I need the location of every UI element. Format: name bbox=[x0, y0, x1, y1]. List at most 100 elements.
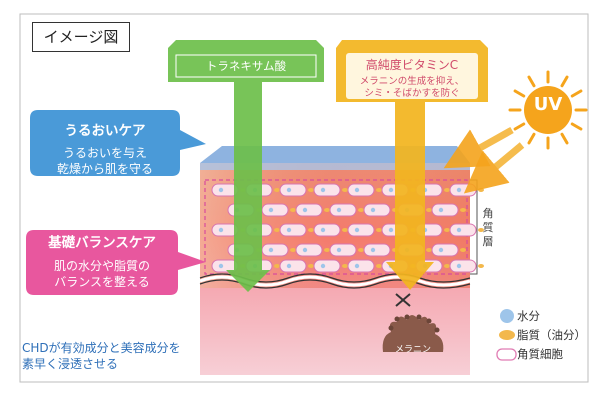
lipid-dot bbox=[426, 208, 432, 212]
lipid-dot bbox=[274, 228, 280, 232]
corneocyte-cell bbox=[347, 259, 375, 273]
water-dot bbox=[218, 263, 224, 269]
lipid-dot bbox=[444, 264, 450, 268]
corneocyte-cell bbox=[279, 183, 307, 197]
diagram-title: イメージ図 bbox=[32, 22, 130, 52]
whitening-arrow bbox=[336, 40, 488, 290]
water-dot bbox=[354, 263, 360, 269]
melanin-icon bbox=[382, 314, 444, 352]
moisture-care-title: うるおいケア bbox=[64, 123, 146, 139]
uv-ray-2 bbox=[463, 142, 525, 194]
water-dot bbox=[286, 263, 292, 269]
whitening-inner-box bbox=[346, 53, 478, 99]
corneocyte-cell bbox=[295, 243, 323, 257]
lipid-dot bbox=[290, 248, 296, 252]
corneocyte-cell bbox=[329, 243, 357, 257]
sun-ray bbox=[570, 89, 583, 98]
balance-care-line-1: 肌の水分や脂質の bbox=[53, 259, 150, 273]
lipid-dot bbox=[426, 248, 432, 252]
lipid-dot bbox=[342, 228, 348, 232]
footer-line-1: CHDが有効成分と美容成分を bbox=[22, 341, 181, 355]
water-dot bbox=[456, 187, 462, 193]
lipid-dot bbox=[358, 208, 364, 212]
corneocyte-cell bbox=[279, 259, 307, 273]
lipid-dot bbox=[478, 264, 484, 268]
water-dot bbox=[370, 207, 376, 213]
water-dot bbox=[456, 263, 462, 269]
water-dot bbox=[336, 207, 342, 213]
water-dot bbox=[320, 227, 326, 233]
sun-ray bbox=[527, 132, 536, 145]
stratum-corneum-label: 角質層 bbox=[482, 207, 494, 248]
lipid-dot bbox=[274, 188, 280, 192]
corneocyte-cell bbox=[363, 203, 391, 217]
lipid-dot bbox=[478, 188, 484, 192]
sun-icon bbox=[508, 70, 588, 150]
corneocyte-cell bbox=[431, 243, 459, 257]
legend-cell-swatch bbox=[496, 348, 517, 361]
legend-cell-label: 角質細胞 bbox=[517, 347, 563, 361]
anti-inflammatory-arrow bbox=[168, 40, 324, 292]
legend-water-label: 水分 bbox=[517, 309, 540, 323]
corneocyte-cell bbox=[347, 223, 375, 237]
lipid-dot bbox=[308, 188, 314, 192]
block-x-icon bbox=[395, 293, 411, 307]
corneocyte-cell bbox=[261, 243, 289, 257]
corneocyte-cell bbox=[449, 183, 477, 197]
anti-inflammatory-ingredient: トラネキサム酸 bbox=[205, 59, 287, 73]
corneocyte-cell bbox=[347, 183, 375, 197]
water-dot bbox=[354, 227, 360, 233]
corneocyte-cell bbox=[329, 203, 357, 217]
lipid-dot bbox=[358, 248, 364, 252]
corneocyte-cell bbox=[313, 223, 341, 237]
corneocyte-cell bbox=[449, 259, 477, 273]
water-dot bbox=[302, 247, 308, 253]
water-dot bbox=[218, 187, 224, 193]
corneocyte-cell bbox=[279, 223, 307, 237]
lipid-dot bbox=[478, 228, 484, 232]
legend-water-swatch bbox=[500, 309, 514, 323]
lipid-dot bbox=[444, 188, 450, 192]
legend-lipid-label: 脂質（油分） bbox=[517, 328, 586, 342]
sun-ray bbox=[560, 75, 569, 88]
moisture-care-line-1: うるおいを与え bbox=[62, 146, 147, 160]
water-dot bbox=[320, 263, 326, 269]
whitening-desc-1: メラニンの生成を抑え、 bbox=[359, 76, 465, 87]
lipid-dot bbox=[290, 208, 296, 212]
lipid-dot bbox=[460, 248, 466, 252]
anti-inflammatory-title: 消炎成分 bbox=[218, 26, 274, 42]
lipid-dot bbox=[324, 248, 330, 252]
footer-line-2: 素早く浸透させる bbox=[22, 357, 119, 371]
melanin-label: メラニン bbox=[394, 345, 431, 355]
balance-care-title: 基礎バランスケア bbox=[48, 235, 156, 251]
corneocyte-cell bbox=[261, 203, 289, 217]
lipid-dot bbox=[376, 228, 382, 232]
moisture-care-line-2: 乾燥から肌を守る bbox=[56, 162, 153, 176]
sun-ray bbox=[560, 132, 569, 145]
corneocyte-cell bbox=[449, 223, 477, 237]
water-dot bbox=[286, 227, 292, 233]
water-dot bbox=[320, 187, 326, 193]
lipid-dot bbox=[308, 228, 314, 232]
water-dot bbox=[370, 247, 376, 253]
lipid-dot bbox=[308, 264, 314, 268]
whitening-ingredient: 高純度ビタミンC bbox=[365, 58, 459, 72]
corneocyte-cell bbox=[431, 203, 459, 217]
corneocyte-cell bbox=[363, 243, 391, 257]
lipid-dot bbox=[274, 264, 280, 268]
whitening-title: 美白有効成分 bbox=[370, 26, 454, 42]
legend-lipid-swatch bbox=[499, 330, 515, 340]
corneocyte-cell bbox=[295, 203, 323, 217]
water-dot bbox=[438, 247, 444, 253]
sun-ray bbox=[527, 75, 536, 88]
water-dot bbox=[388, 227, 394, 233]
sun-ray bbox=[570, 122, 583, 131]
balance-care-bubble bbox=[26, 230, 206, 295]
lipid-dot bbox=[444, 228, 450, 232]
lipid-dot bbox=[324, 208, 330, 212]
balance-care-line-2: バランスを整える bbox=[54, 275, 150, 289]
corneocyte-cell bbox=[313, 259, 341, 273]
lipid-dot bbox=[460, 208, 466, 212]
